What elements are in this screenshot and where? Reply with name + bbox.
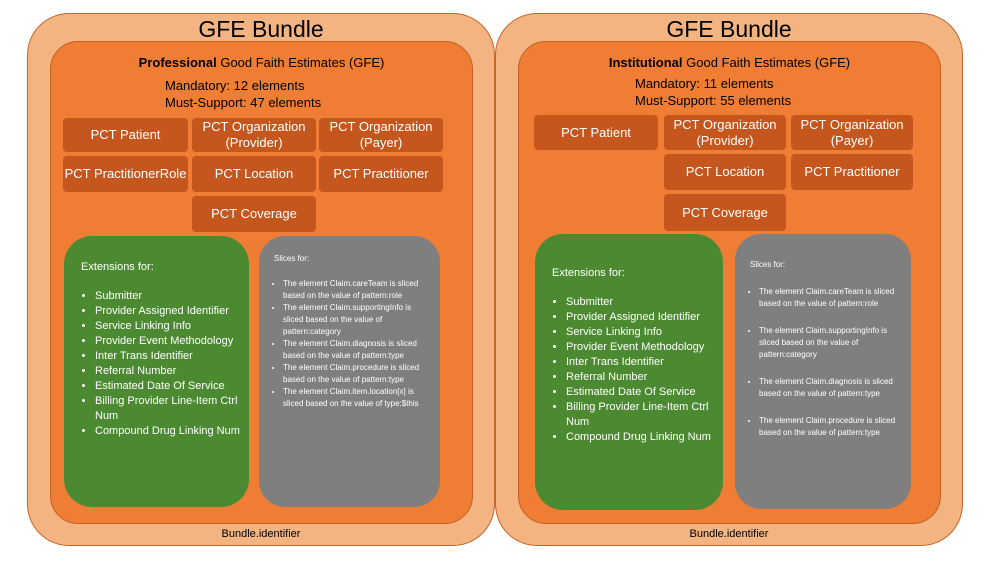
slices-header: Slices for:: [750, 260, 786, 269]
slice-item: The element Claim.careTeam is sliced bas…: [283, 278, 428, 302]
extension-item: Compound Drug Linking Num: [566, 430, 716, 445]
extension-item: Estimated Date Of Service: [566, 385, 716, 400]
extension-item: Referral Number: [566, 370, 716, 385]
extension-item: Estimated Date Of Service: [95, 379, 245, 394]
extension-item: Inter Trans Identifier: [566, 355, 716, 370]
extensions-box: Extensions for: Submitter Provider Assig…: [64, 236, 249, 507]
resource-pct-location: PCT Location: [192, 156, 316, 192]
extension-item: Billing Provider Line-Item Ctrl Num: [95, 394, 245, 424]
slice-item: The element Claim.diagnosis is sliced ba…: [759, 376, 904, 400]
slices-list: The element Claim.careTeam is sliced bas…: [745, 286, 904, 439]
resource-pct-organization-payer: PCT Organization (Payer): [319, 118, 443, 152]
extension-item: Service Linking Info: [566, 325, 716, 340]
extension-item: Compound Drug Linking Num: [95, 424, 245, 439]
resource-pct-coverage: PCT Coverage: [664, 194, 786, 231]
extension-item: Provider Assigned Identifier: [95, 304, 245, 319]
extension-item: Submitter: [566, 295, 716, 310]
slice-item: The element Claim.supportingInfo is slic…: [283, 302, 428, 338]
slice-item: The element Claim.procedure is sliced ba…: [759, 415, 904, 439]
slice-item: The element Claim.item.location[x] is sl…: [283, 386, 428, 410]
gfe-bundle-institutional: GFE Bundle Institutional Good Faith Esti…: [495, 13, 963, 546]
slices-box: Slices for: The element Claim.careTeam i…: [735, 234, 911, 509]
must-support-count: Must-Support: 47 elements: [165, 95, 322, 110]
gfe-label: Good Faith Estimates (GFE): [220, 55, 385, 70]
extension-item: Service Linking Info: [95, 319, 245, 334]
extensions-header: Extensions for:: [81, 261, 154, 273]
extension-item: Referral Number: [95, 364, 245, 379]
extensions-list: Submitter Provider Assigned Identifier S…: [550, 295, 716, 445]
gfe-container-institutional: Institutional Good Faith Estimates (GFE)…: [518, 41, 941, 524]
bundle-title: GFE Bundle: [198, 16, 324, 42]
extension-item: Provider Assigned Identifier: [566, 310, 716, 325]
resource-pct-location: PCT Location: [664, 154, 786, 190]
extension-item: Provider Event Methodology: [95, 334, 245, 349]
extension-item: Inter Trans Identifier: [95, 349, 245, 364]
resource-pct-practitionerrole: PCT PractitionerRole: [63, 156, 188, 192]
gfe-heading: Institutional Good Faith Estimates (GFE): [519, 55, 940, 70]
resource-pct-coverage: PCT Coverage: [192, 196, 316, 232]
extension-item: Provider Event Methodology: [566, 340, 716, 355]
slices-list: The element Claim.careTeam is sliced bas…: [269, 278, 428, 410]
gfe-type: Professional: [138, 55, 217, 70]
extension-item: Billing Provider Line-Item Ctrl Num: [566, 400, 716, 430]
resource-pct-organization-payer: PCT Organization (Payer): [791, 115, 913, 150]
element-counts: Mandatory: 11 elements Must-Support: 55 …: [635, 75, 791, 109]
bundle-title: GFE Bundle: [666, 16, 792, 42]
gfe-bundle-professional: GFE Bundle Professional Good Faith Estim…: [27, 13, 495, 546]
resource-pct-patient: PCT Patient: [534, 115, 658, 150]
slices-box: Slices for: The element Claim.careTeam i…: [259, 236, 440, 507]
must-support-count: Must-Support: 55 elements: [635, 93, 792, 108]
resource-pct-practitioner: PCT Practitioner: [791, 154, 913, 190]
extension-item: Submitter: [95, 289, 245, 304]
resource-pct-organization-provider: PCT Organization (Provider): [664, 115, 786, 150]
resource-pct-organization-provider: PCT Organization (Provider): [192, 118, 316, 152]
gfe-type: Institutional: [608, 55, 683, 70]
gfe-container-professional: Professional Good Faith Estimates (GFE) …: [50, 41, 473, 524]
extensions-header: Extensions for:: [552, 267, 625, 279]
mandatory-count: Mandatory: 11 elements: [635, 76, 774, 91]
slice-item: The element Claim.procedure is sliced ba…: [283, 362, 428, 386]
slice-item: The element Claim.careTeam is sliced bas…: [759, 286, 904, 310]
gfe-label: Good Faith Estimates (GFE): [686, 55, 851, 70]
extensions-list: Submitter Provider Assigned Identifier S…: [79, 289, 245, 439]
gfe-heading: Professional Good Faith Estimates (GFE): [51, 55, 472, 70]
element-counts: Mandatory: 12 elements Must-Support: 47 …: [165, 77, 321, 111]
bundle-footer: Bundle.identifier: [221, 528, 301, 540]
slice-item: The element Claim.supportingInfo is slic…: [759, 325, 904, 361]
extensions-box: Extensions for: Submitter Provider Assig…: [535, 234, 723, 510]
slices-header: Slices for:: [274, 254, 310, 263]
mandatory-count: Mandatory: 12 elements: [165, 78, 305, 93]
slice-item: The element Claim.diagnosis is sliced ba…: [283, 338, 428, 362]
resource-pct-practitioner: PCT Practitioner: [319, 156, 443, 192]
bundle-footer: Bundle.identifier: [689, 528, 769, 540]
resource-pct-patient: PCT Patient: [63, 118, 188, 152]
